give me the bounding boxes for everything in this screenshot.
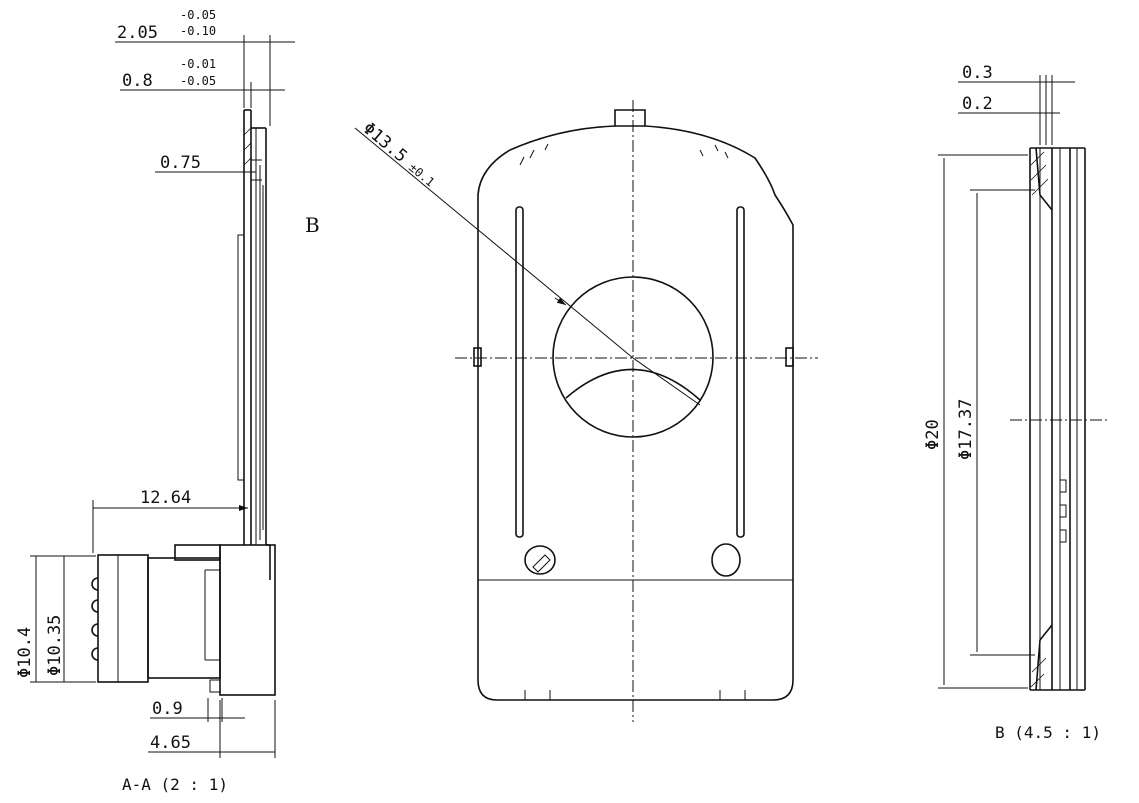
dim-4-65: 4.65 (150, 733, 191, 753)
section-motor (91, 544, 276, 696)
dim-0-8-tol-lower: -0.05 (180, 74, 216, 88)
front-diameter-tol: ±0.1 (406, 160, 437, 189)
detail-marker-b: B (305, 213, 320, 237)
front-diameter-leader (354, 127, 634, 359)
section-view-caption: A-A (2 : 1) (122, 775, 228, 794)
front-diameter-value: Φ13.5 (359, 119, 411, 167)
detail-dimension-lines (938, 75, 1075, 689)
dim-2-05-value: 2.05 (117, 23, 158, 43)
detail-view-b: 0.3 0.2 Φ20 Φ17.37 B (4.5 : 1) (923, 63, 1108, 742)
section-dimension-0-8: 0.8 -0.01 -0.05 (122, 57, 216, 91)
front-slot-left (515, 206, 524, 538)
dim-0-8-value: 0.8 (122, 71, 153, 91)
dim-0-75: 0.75 (160, 153, 201, 173)
dim-0-2: 0.2 (962, 94, 993, 114)
dim-phi-10-35: Φ10.35 (45, 615, 65, 676)
front-outline (477, 109, 794, 701)
detail-view-caption: B (4.5 : 1) (995, 723, 1101, 742)
dim-2-05-tol-upper: -0.05 (180, 8, 216, 22)
dim-0-9: 0.9 (152, 699, 183, 719)
dim-phi-20: Φ20 (923, 419, 943, 450)
front-slot-right (736, 206, 745, 538)
section-dimension-lines (30, 35, 295, 758)
detail-body (1029, 147, 1086, 691)
dim-phi-10-4: Φ10.4 (15, 627, 35, 678)
section-plate (237, 109, 271, 580)
section-dimension-2-05: 2.05 -0.05 -0.10 (117, 8, 216, 43)
front-diameter-label: Φ13.5 ±0.1 (359, 119, 437, 190)
dim-2-05-tol-lower: -0.10 (180, 24, 216, 38)
dim-12-64: 12.64 (140, 488, 191, 508)
front-view: Φ13.5 ±0.1 (354, 100, 818, 722)
dim-phi-17-37: Φ17.37 (956, 399, 976, 460)
dim-0-8-tol-upper: -0.01 (180, 57, 216, 71)
dim-0-3: 0.3 (962, 63, 993, 83)
section-view-a-a: 2.05 -0.05 -0.10 0.8 -0.01 -0.05 0.75 12… (15, 8, 295, 794)
